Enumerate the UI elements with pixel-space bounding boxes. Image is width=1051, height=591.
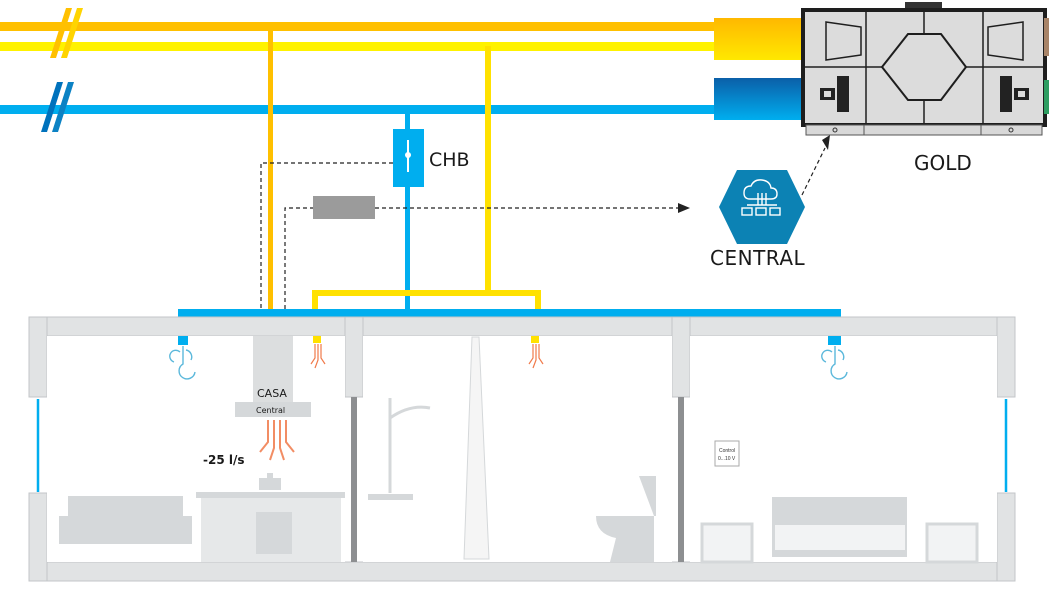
signal-line-central <box>284 207 314 310</box>
floor-slab <box>28 561 1016 582</box>
arrow-to-central-icon <box>678 203 690 213</box>
door-2 <box>678 397 684 562</box>
fan-left-icon <box>820 76 849 112</box>
riser-yellow-right <box>485 46 491 296</box>
extract-valve-bedroom <box>828 336 841 345</box>
supply-duct-yellow <box>0 42 720 51</box>
bedroom-furniture: Control 0...10 V <box>700 440 979 564</box>
control-panel[interactable]: Control 0...10 V <box>714 440 740 467</box>
wall-right-upper <box>996 316 1016 398</box>
furniture-living <box>59 473 345 562</box>
supply-valve-bathroom <box>531 336 539 343</box>
riser-blue-center <box>405 110 410 310</box>
signal-line-to-gold <box>801 147 826 196</box>
yellow-frame-top <box>312 290 541 296</box>
central-hexagon <box>719 170 805 244</box>
chb-damper[interactable]: CHB <box>393 129 470 187</box>
signal-line-chb <box>260 162 393 310</box>
duct-break-mark-yellow <box>50 8 83 58</box>
supply-airflow-kitchen-icon <box>310 344 326 369</box>
toilet-icon <box>596 476 656 562</box>
casa-label: CASA <box>257 387 287 400</box>
oven <box>256 512 292 554</box>
supply-duct-orange <box>0 22 720 31</box>
bathroom-fixtures <box>368 336 656 562</box>
door-1 <box>351 397 357 562</box>
shower-icon <box>388 398 431 493</box>
shower-curtain <box>463 336 490 560</box>
control-panel-line2: 0...10 V <box>718 456 736 462</box>
duct-break-mark-blue <box>41 82 74 132</box>
casa-sub-label: Central <box>256 406 285 415</box>
supply-airflow-bathroom-icon <box>528 344 544 369</box>
supply-connector <box>714 18 802 60</box>
wall-right-lower <box>996 492 1016 582</box>
extract-airflow-icon <box>169 346 196 380</box>
hood-extract-airflow-icon <box>259 420 295 461</box>
interior-wall-1-upper <box>344 316 364 398</box>
chb-label: CHB <box>429 149 470 171</box>
casa-cooker-hood[interactable]: CASA Central -25 l/s <box>203 336 311 467</box>
wall-left-upper <box>28 316 48 398</box>
terminals <box>169 336 848 380</box>
extract-distribution-duct <box>178 309 841 317</box>
risers <box>178 28 841 317</box>
extract-valve-kitchen <box>178 336 188 345</box>
extract-airflow-bedroom-icon <box>821 346 848 380</box>
flow-rate-label: -25 l/s <box>203 453 245 467</box>
sensor-box <box>313 196 375 219</box>
yellow-frame-right <box>535 290 541 315</box>
wall-left-lower <box>28 492 48 582</box>
fan-right-icon <box>1000 76 1029 112</box>
ceiling-slab <box>28 316 1016 337</box>
riser-orange-left <box>268 28 273 315</box>
extract-duct-blue <box>0 105 720 114</box>
main-ducts <box>0 8 802 132</box>
extract-connector <box>714 78 802 120</box>
nightstand-left <box>700 522 754 564</box>
gold-air-handling-unit[interactable]: GOLD <box>801 2 1049 175</box>
interior-wall-2-upper <box>671 316 691 398</box>
signal-lines <box>260 147 826 310</box>
pot-icon <box>259 478 281 490</box>
yellow-frame-left <box>312 290 318 315</box>
control-panel-line1: Control <box>719 448 735 454</box>
kitchen-counter <box>196 492 345 498</box>
gold-label: GOLD <box>914 151 972 175</box>
central-controller[interactable]: CENTRAL <box>710 170 806 270</box>
arrow-to-gold-icon <box>822 135 830 150</box>
supply-valve-kitchen <box>313 336 321 343</box>
nightstand-right <box>925 522 979 564</box>
central-label: CENTRAL <box>710 246 806 270</box>
cloud-network-icon <box>741 179 781 216</box>
